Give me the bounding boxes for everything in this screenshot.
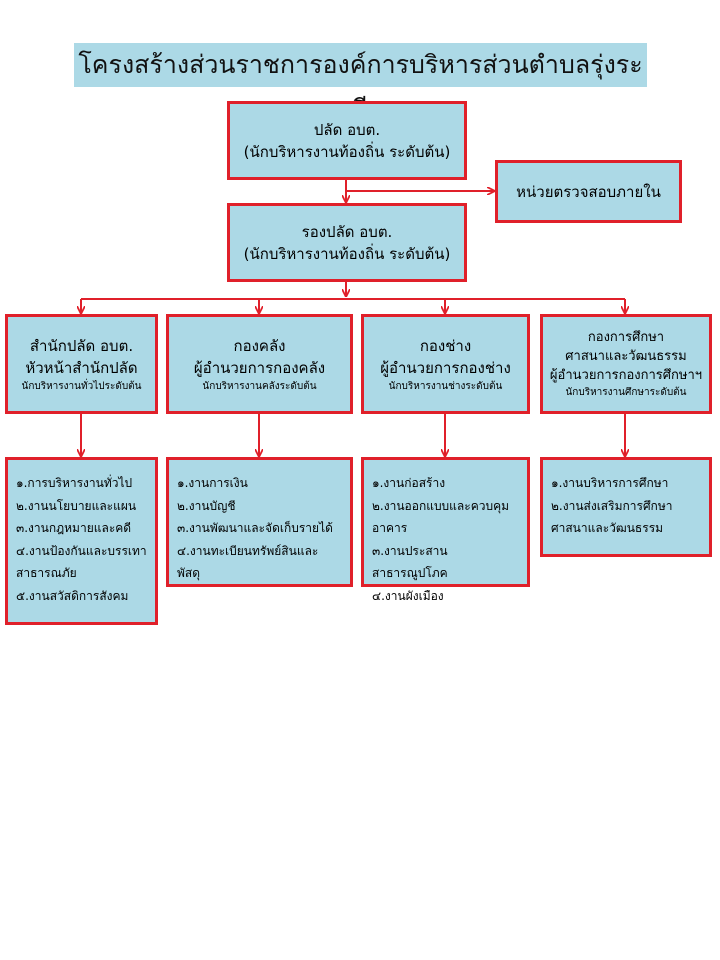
task-list-engineering: ๑.งานก่อสร้าง ๒.งานออกแบบและควบคุม อาคาร… <box>361 457 530 603</box>
task-item: ๔.งานทะเบียนทรัพย์สินและ <box>177 543 319 558</box>
dept-name: กองคลัง <box>233 336 286 355</box>
deputy-box: รองปลัด อบต. (นักบริหารงานท้องถิ่น ระดับ… <box>227 203 467 282</box>
task-item: ๒.งานส่งเสริมการศึกษา <box>551 498 673 513</box>
task-list-office: ๑.การบริหารงานทั่วไป ๒.งานนโยบายและแผน ๓… <box>5 457 158 625</box>
audit-box: หน่วยตรวจสอบภายใน <box>495 160 682 223</box>
task-item: ๓.งานพัฒนาและจัดเก็บรายได้ <box>177 521 333 535</box>
task-item: ๔.งานป้องกันและบรรเทา <box>16 543 147 558</box>
dept-head: ผู้อำนวยการกองการศึกษาฯ <box>549 368 703 383</box>
task-item: ๒.งานบัญชี <box>177 498 236 513</box>
deputy-title: รองปลัด อบต. <box>301 222 393 241</box>
dept-rank: นักบริหารงานช่างระดับต้น <box>388 380 503 392</box>
chief-box: ปลัด อบต. (นักบริหารงานท้องถิ่น ระดับต้น… <box>227 101 467 180</box>
dept-name: สำนักปลัด อบต. <box>29 336 134 355</box>
dept-rank: นักบริหารงานคลังระดับต้น <box>202 380 317 392</box>
task-item: ศาสนาและวัฒนธรรม <box>551 521 664 535</box>
task-list-education: ๑.งานบริหารการศึกษา ๒.งานส่งเสริมการศึกษ… <box>540 457 712 557</box>
dept-name: กองช่าง <box>419 336 472 355</box>
dept-head: หัวหน้าสำนักปลัด <box>25 358 138 377</box>
dept-name: กองการศึกษา <box>587 330 665 345</box>
task-item: ๕.งานสวัสดิการสังคม <box>16 588 129 603</box>
dept-box-office: สำนักปลัด อบต. หัวหน้าสำนักปลัด นักบริหา… <box>5 314 158 414</box>
dept-box-finance: กองคลัง ผู้อำนวยการกองคลัง นักบริหารงานค… <box>166 314 353 414</box>
task-item: ๒.งานออกแบบและควบคุม <box>372 498 510 513</box>
chief-rank: (นักบริหารงานท้องถิ่น ระดับต้น) <box>243 142 451 161</box>
chart-title: โครงสร้างส่วนราชการองค์การบริหารส่วนตำบล… <box>74 43 647 123</box>
dept-head: ผู้อำนวยการกองช่าง <box>380 358 511 377</box>
dept-subname: ศาสนาและวัฒนธรรม <box>565 349 687 364</box>
task-item: ๑.งานบริหารการศึกษา <box>551 476 669 490</box>
task-item: อาคาร <box>372 521 408 535</box>
chief-title: ปลัด อบต. <box>313 120 381 139</box>
task-item: ๔.งานผังเมือง <box>372 588 444 603</box>
task-list-finance: ๑.งานการเงิน ๒.งานบัญชี ๓.งานพัฒนาและจัด… <box>166 457 353 587</box>
task-item: ๑.งานการเงิน <box>177 476 248 490</box>
task-item: ๑.การบริหารงานทั่วไป <box>16 476 133 490</box>
task-item: ๑.งานก่อสร้าง <box>372 476 446 490</box>
task-item: สาธารณภัย <box>16 566 77 580</box>
deputy-rank: (นักบริหารงานท้องถิ่น ระดับต้น) <box>243 244 451 263</box>
dept-head: ผู้อำนวยการกองคลัง <box>193 358 326 377</box>
dept-box-engineering: กองช่าง ผู้อำนวยการกองช่าง นักบริหารงานช… <box>361 314 530 414</box>
dept-box-education: กองการศึกษา ศาสนาและวัฒนธรรม ผู้อำนวยการ… <box>540 314 712 414</box>
dept-rank: นักบริหารงานทั่วไประดับต้น <box>21 380 142 392</box>
audit-label: หน่วยตรวจสอบภายใน <box>516 182 661 201</box>
task-item: พัสดุ <box>177 566 201 580</box>
dept-rank: นักบริหารงานศึกษาระดับต้น <box>565 387 687 398</box>
task-item: ๓.งานกฎหมายและคดี <box>16 521 132 535</box>
task-item: ๓.งานประสานสาธารณูปโภค <box>372 543 448 581</box>
task-item: ๒.งานนโยบายและแผน <box>16 498 137 513</box>
